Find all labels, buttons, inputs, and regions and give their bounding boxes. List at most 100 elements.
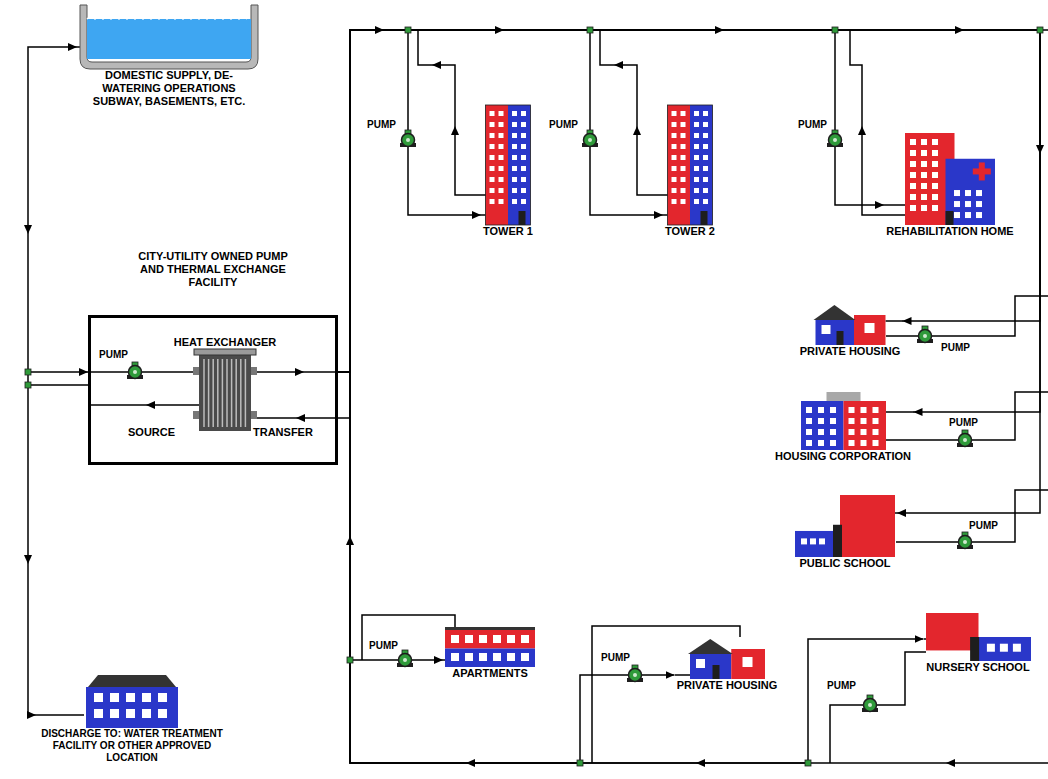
window (921, 161, 927, 167)
window (126, 709, 135, 718)
pump-symbol (917, 326, 933, 343)
window (694, 177, 699, 182)
pump-symbol (627, 665, 643, 682)
pipe-junction (1037, 27, 1043, 33)
pipe-junction (25, 369, 31, 375)
window (490, 155, 495, 160)
window (860, 407, 866, 413)
window (921, 205, 927, 211)
window (921, 172, 927, 178)
window (694, 199, 699, 204)
node-label: DOMESTIC SUPPLY, DE-WATERING OPERATIONS … (79, 69, 259, 109)
flow-arrow (946, 759, 955, 767)
window (1012, 644, 1020, 652)
building: HOUSING CORPORATION (773, 392, 914, 463)
icon (793, 495, 897, 557)
icon-art (486, 105, 531, 225)
window (806, 418, 812, 424)
roof (688, 639, 733, 654)
window (830, 407, 836, 413)
window (521, 155, 526, 160)
pump-symbol (957, 430, 973, 447)
building-part (864, 323, 874, 333)
building-part (973, 168, 991, 174)
window (965, 201, 971, 207)
window (910, 194, 916, 200)
building-part (199, 355, 251, 431)
window (142, 693, 151, 702)
window (681, 144, 686, 149)
pipe-connector (338, 372, 675, 763)
window (818, 429, 824, 435)
window (521, 133, 526, 138)
window (703, 133, 708, 138)
supply-tank: DOMESTIC SUPPLY, DE-WATERING OPERATIONS … (77, 5, 261, 109)
pipe-junction (587, 27, 593, 33)
icon (77, 5, 261, 69)
window (986, 644, 994, 652)
icon-art (905, 133, 995, 225)
pipe-line (830, 652, 926, 763)
exchanger-plate (222, 359, 224, 427)
icon (773, 392, 914, 450)
window (158, 709, 167, 718)
window (521, 177, 526, 182)
window (126, 693, 135, 702)
part-label: PUMP (368, 640, 399, 651)
part-label: PUMP (826, 680, 857, 691)
window (681, 177, 686, 182)
node-label: DISCHARGE TO: WATER TREATMENT FACILITY O… (38, 728, 226, 764)
window (681, 188, 686, 193)
window (848, 418, 854, 424)
building-part (486, 105, 509, 225)
window (512, 122, 517, 127)
window (465, 635, 473, 643)
part-label: TRANSFER (252, 426, 314, 438)
window (848, 429, 854, 435)
pump-symbol (862, 695, 878, 712)
building: PRIVATE HOUSING (798, 303, 903, 358)
pipe-line (418, 30, 486, 195)
pipe-junction (805, 760, 811, 766)
window (932, 161, 938, 167)
pump-symbol (957, 532, 973, 549)
pipe-connector (338, 30, 663, 372)
pipe-stub (895, 512, 897, 514)
window (672, 199, 677, 204)
node-label: TOWER 1 (481, 225, 535, 238)
icon-art (801, 392, 886, 450)
exchanger-plate (217, 359, 219, 427)
window (672, 144, 677, 149)
part-label: PUMP (366, 119, 397, 130)
window (806, 407, 812, 413)
flow-arrow (295, 368, 304, 376)
pipe-line (592, 626, 740, 763)
building-part (836, 331, 843, 345)
flow-arrow (451, 126, 459, 135)
window (976, 201, 982, 207)
part-label: PUMP (548, 119, 579, 130)
window (672, 177, 677, 182)
window (499, 188, 504, 193)
building-part (251, 411, 257, 419)
building-part (251, 367, 257, 375)
window (703, 144, 708, 149)
window (490, 166, 495, 171)
pipe-junction (25, 382, 31, 388)
building-part (193, 367, 199, 375)
node-label: REHABILITATION HOME (884, 225, 1016, 238)
building: PUBLIC SCHOOL (793, 495, 897, 570)
icon-art (688, 639, 765, 679)
pipe-connector (338, 30, 1040, 412)
window (490, 133, 495, 138)
building-part (508, 105, 531, 225)
window (681, 166, 686, 171)
part-label: SOURCE (127, 426, 176, 438)
window (921, 139, 927, 145)
building-part (843, 401, 886, 450)
icon (884, 133, 1016, 225)
window (499, 199, 504, 204)
building-part (946, 211, 954, 225)
icon-art (813, 305, 885, 345)
window (965, 212, 971, 218)
